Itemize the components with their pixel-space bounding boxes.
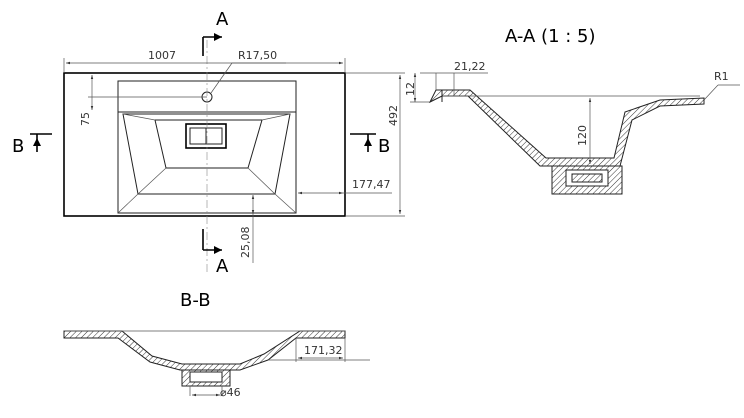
offset-177-dim: 177,47 bbox=[352, 178, 391, 191]
section-a-bottom-marker bbox=[202, 229, 222, 251]
section-a-bottom-label: A bbox=[216, 256, 229, 277]
section-a-top-label: A bbox=[216, 9, 229, 30]
section-a-top-marker bbox=[202, 36, 222, 56]
offset-25-dim: 25,08 bbox=[239, 227, 252, 259]
section-b-right-marker bbox=[350, 133, 376, 152]
width-dim: 1007 bbox=[148, 49, 176, 62]
section-aa: A-A (1 : 5) 21,22 12 R1 120 bbox=[404, 26, 740, 195]
section-b-right-label: B bbox=[378, 136, 390, 157]
section-bb-title: B-B bbox=[180, 290, 211, 311]
slab-outline bbox=[63, 72, 346, 217]
offset-75-dim: 75 bbox=[79, 112, 92, 126]
section-bb-dim-46: ⌀46 bbox=[220, 386, 241, 399]
section-bb-dim-171: 171,32 bbox=[304, 344, 343, 357]
section-aa-profile bbox=[428, 89, 705, 167]
section-aa-dim-r1: R1 bbox=[714, 70, 729, 83]
section-bb-profile bbox=[63, 330, 346, 371]
plan-view: 1007 R17,50 492 75 177,47 25,08 A A B bbox=[12, 9, 405, 277]
section-aa-dim-21: 21,22 bbox=[454, 60, 486, 73]
drain bbox=[185, 123, 227, 149]
depth-dim: 492 bbox=[387, 105, 400, 126]
section-b-left-label: B bbox=[12, 136, 24, 157]
radius-dim: R17,50 bbox=[238, 49, 277, 62]
section-b-left-marker bbox=[30, 133, 52, 152]
section-aa-title: A-A (1 : 5) bbox=[505, 26, 596, 47]
section-aa-dim-120: 120 bbox=[576, 125, 589, 146]
section-aa-dim-12: 12 bbox=[404, 82, 417, 96]
section-bb: B-B 171,32 ⌀46 bbox=[63, 290, 370, 399]
basin-slope bbox=[122, 113, 291, 195]
